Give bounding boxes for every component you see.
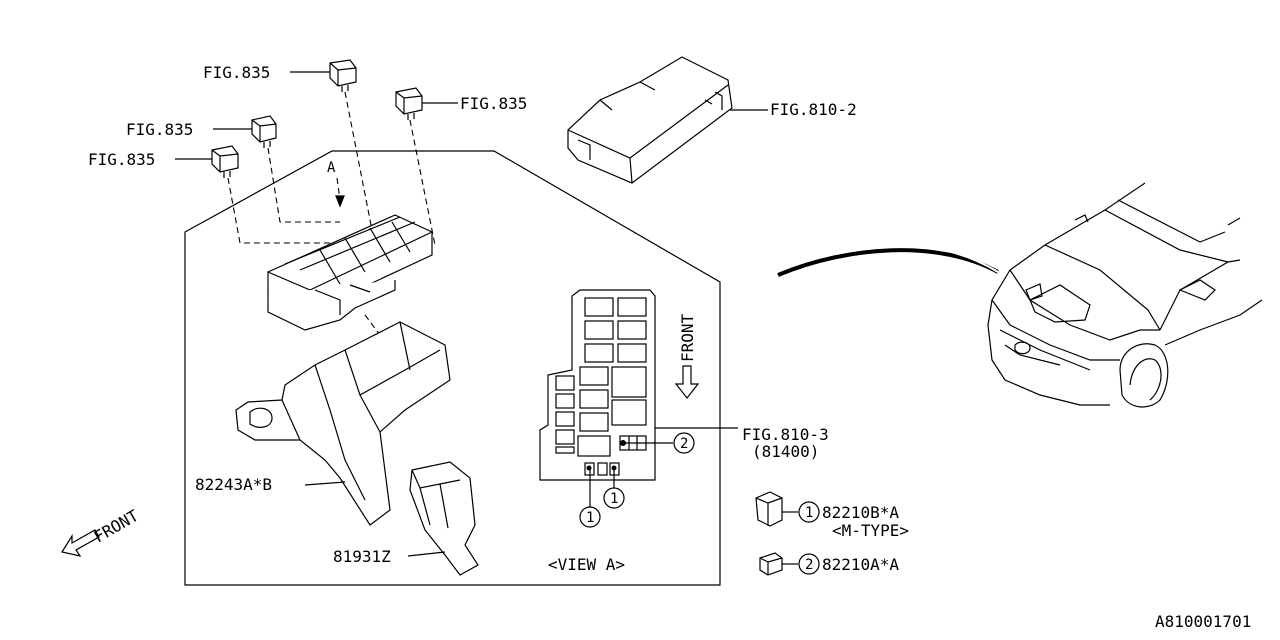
protector-clip [409,461,479,576]
guide-relay-lower [227,177,330,244]
callout-82243[interactable]: 82243A*B [195,475,272,494]
front-arrow-icon [61,529,100,557]
legend-ref-1-label: 1 [805,505,813,521]
callout-fig810-3-sub: (81400) [752,442,819,461]
legend-fuse-m-type [755,491,783,527]
view-ref-2-label: 2 [680,436,688,452]
callout-fig835-lower[interactable]: FIG.835 [88,150,155,169]
car-illustration [987,182,1263,408]
view-ref-1-marker-b [603,487,625,509]
fuse-box-cover [567,56,733,184]
relay-middle [251,115,277,148]
guide-relay-right [390,119,436,246]
callout-82210a[interactable]: 82210A*A [822,555,899,574]
view-a-arrow-label: A [327,160,336,176]
guide-relay-top [344,91,373,231]
diagram-id: A810001701 [1155,612,1251,631]
callout-82210b-sub: <M-TYPE> [832,521,909,540]
legend-ref-1-marker [798,501,820,523]
detail-panel-outline [184,150,721,586]
relay-lower [211,145,239,178]
view-front-label: FRONT [678,313,697,362]
legend-ref-2-marker [798,553,820,575]
view-a-layout [539,289,656,481]
view-ref-1-label-a: 1 [586,510,594,526]
callout-fig835-top[interactable]: FIG.835 [203,63,270,82]
relay-top [329,59,357,92]
legend-fuse-mini [759,552,783,576]
callout-82210b[interactable]: 82210B*A [822,503,899,522]
callout-fig810-2[interactable]: FIG.810-2 [770,100,857,119]
legend-ref-2-label: 2 [805,557,813,573]
view-ref-1-marker-a [579,506,601,528]
guide-relay-middle [267,147,340,223]
view-a-title: <VIEW A> [548,555,625,574]
relay-right [395,87,423,120]
callout-fig835-right[interactable]: FIG.835 [460,94,527,113]
view-ref-2-marker [673,432,695,454]
bracket-tray [235,321,451,526]
fuse-block [267,214,433,331]
location-pointer-curve [777,248,999,277]
callout-81931[interactable]: 81931Z [333,547,391,566]
view-front-arrow-icon [674,365,700,399]
callout-fig810-3[interactable]: FIG.810-3 [742,425,829,444]
callout-fig835-middle[interactable]: FIG.835 [126,120,193,139]
view-ref-1-label-b: 1 [610,491,618,507]
front-orientation-label: FRONT [91,506,143,547]
